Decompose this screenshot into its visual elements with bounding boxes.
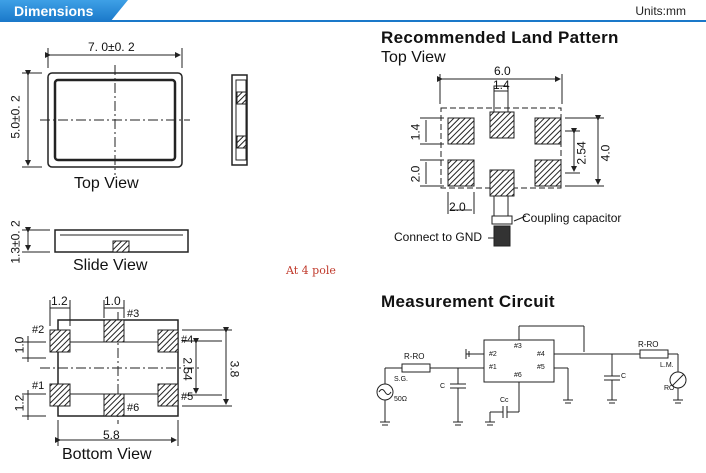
pad-4 bbox=[157, 329, 179, 353]
c-left-label: C bbox=[440, 383, 446, 390]
land-dim-pad-h: 1.4 bbox=[408, 123, 423, 141]
header-title: Dimensions bbox=[14, 3, 94, 19]
r-ro-left-label: R-RO bbox=[404, 352, 425, 361]
bottom-dim-pad-w2: 1.0 bbox=[104, 294, 121, 308]
top-view-drawing bbox=[22, 48, 190, 175]
ic-pin-3: #3 bbox=[514, 343, 522, 350]
sg-label: S.G. bbox=[394, 376, 409, 383]
measurement-circuit-title: Measurement Circuit bbox=[381, 292, 555, 311]
cc-label: Cc bbox=[500, 397, 509, 404]
bottom-pin-6: #6 bbox=[127, 402, 140, 414]
measurement-circuit-drawing bbox=[376, 325, 687, 426]
top-view-width-dim: 7. 0±0. 2 bbox=[88, 40, 135, 54]
bottom-view-drawing bbox=[22, 300, 232, 446]
coupling-capacitor-label: Coupling capacitor bbox=[522, 211, 622, 225]
ic-pin-6: #6 bbox=[514, 372, 522, 379]
slide-view-caption: Slide View bbox=[73, 257, 148, 274]
top-view-height-dim: 5.0±0. 2 bbox=[8, 95, 23, 139]
pad-2 bbox=[49, 329, 71, 353]
bottom-pin-4: #4 bbox=[181, 334, 194, 346]
bottom-view-caption: Bottom View bbox=[62, 446, 152, 463]
r-ro-right-label: R-RO bbox=[638, 340, 659, 349]
units-label: Units:mm bbox=[635, 4, 686, 18]
land-pattern-drawing bbox=[420, 74, 604, 247]
slide-view-drawing bbox=[22, 227, 189, 253]
side-profile bbox=[231, 74, 248, 166]
land-dim-center: 1.4 bbox=[493, 78, 510, 92]
land-pattern-subtitle: Top View bbox=[381, 49, 446, 66]
header-bar: Dimensions Units:mm bbox=[0, 0, 706, 22]
ohm-label: 50Ω bbox=[394, 396, 408, 403]
top-view-caption: Top View bbox=[74, 175, 139, 192]
slide-view-height-dim: 1.3±0. 2 bbox=[8, 220, 23, 264]
lm-label: L.M. bbox=[660, 362, 674, 369]
bottom-dim-width: 5.8 bbox=[103, 428, 120, 442]
pole-note: At 4 pole bbox=[286, 264, 336, 277]
bottom-pin-1: #1 bbox=[32, 380, 45, 392]
c-right-label: C bbox=[621, 373, 627, 380]
bottom-dim-height: 3.8 bbox=[227, 360, 242, 378]
land-dim-pitch: 2.54 bbox=[574, 141, 589, 165]
ic-pin-4: #4 bbox=[537, 351, 545, 358]
land-dim-width: 6.0 bbox=[494, 64, 511, 78]
land-dim-pad-h2: 2.0 bbox=[408, 165, 423, 183]
bottom-dim-pitch: 2.54 bbox=[180, 357, 195, 381]
header-divider bbox=[110, 20, 706, 22]
pad-6 bbox=[103, 393, 125, 417]
bottom-dim-pad-h: 1.0 bbox=[12, 336, 27, 354]
pad-1 bbox=[49, 383, 71, 407]
ic-pin-5: #5 bbox=[537, 364, 545, 371]
bottom-dim-pad-w: 1.2 bbox=[51, 294, 68, 308]
bottom-dim-pad-h2: 1.2 bbox=[12, 394, 27, 412]
bottom-pin-5: #5 bbox=[181, 391, 194, 403]
ro-label: RO bbox=[664, 385, 675, 392]
land-pattern-title: Recommended Land Pattern bbox=[381, 28, 619, 47]
land-dim-height: 4.0 bbox=[598, 144, 613, 162]
bottom-pin-2: #2 bbox=[32, 324, 45, 336]
pad-3 bbox=[103, 319, 125, 343]
connect-gnd-label: Connect to GND bbox=[394, 230, 483, 244]
bottom-pin-3: #3 bbox=[127, 308, 140, 320]
land-dim-pad-w: 2.0 bbox=[449, 200, 466, 214]
ic-pin-2: #2 bbox=[489, 351, 497, 358]
ic-pin-1: #1 bbox=[489, 364, 497, 371]
header-tab bbox=[0, 0, 128, 22]
pad-5 bbox=[157, 383, 179, 407]
